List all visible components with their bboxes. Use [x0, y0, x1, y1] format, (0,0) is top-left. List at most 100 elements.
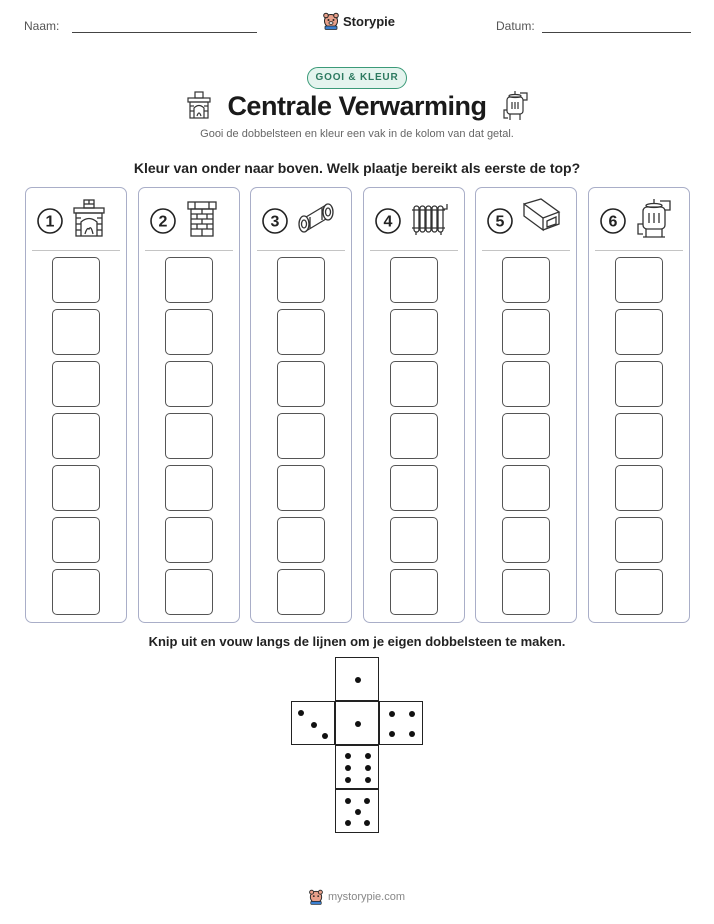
cut-instruction: Knip uit en vouw langs de lijnen om je e… — [148, 634, 566, 649]
storypie-mascot-icon — [323, 12, 339, 30]
color-cell[interactable] — [615, 517, 663, 563]
activity-badge: GOOI & KLEUR — [307, 67, 407, 89]
date-line[interactable] — [542, 32, 691, 33]
color-cell[interactable] — [165, 517, 213, 563]
column-divider — [370, 250, 458, 251]
column-5: 5 — [475, 187, 577, 623]
die-face — [379, 701, 423, 745]
color-cell[interactable] — [502, 517, 550, 563]
color-cell[interactable] — [277, 465, 325, 511]
column-icon — [296, 198, 336, 243]
die-pip — [345, 765, 351, 771]
color-cell[interactable] — [165, 413, 213, 459]
color-cell[interactable] — [615, 257, 663, 303]
color-cell[interactable] — [277, 257, 325, 303]
color-cell[interactable] — [502, 413, 550, 459]
brand-logo: Storypie — [323, 12, 395, 30]
color-cell[interactable] — [277, 569, 325, 615]
color-cell[interactable] — [165, 361, 213, 407]
die-pip — [365, 753, 371, 759]
column-icon — [184, 198, 220, 243]
color-cell[interactable] — [502, 465, 550, 511]
die-pip — [345, 798, 351, 804]
color-cell[interactable] — [615, 309, 663, 355]
color-cell[interactable] — [52, 517, 100, 563]
die-pip — [365, 765, 371, 771]
column-icon — [71, 198, 107, 243]
column-2: 2 — [138, 187, 240, 623]
color-cell[interactable] — [52, 257, 100, 303]
name-label: Naam: — [24, 19, 60, 33]
die-pip — [322, 733, 328, 739]
die-pip — [345, 777, 351, 783]
color-cell[interactable] — [52, 309, 100, 355]
subtitle: Gooi de dobbelsteen en kleur een vak in … — [200, 128, 514, 140]
fireplace-icon — [73, 199, 105, 237]
color-cell[interactable] — [502, 309, 550, 355]
brand-name: Storypie — [343, 13, 396, 29]
column-divider — [595, 250, 683, 251]
storypie-mascot-icon — [309, 889, 323, 905]
instruction-text: Kleur van onder naar boven. Welk plaatje… — [133, 160, 581, 176]
column-number: 1 — [46, 214, 55, 231]
pipe-icon — [298, 203, 334, 233]
footer-url: mystorypie.com — [328, 891, 406, 903]
color-cell[interactable] — [390, 257, 438, 303]
color-cell[interactable] — [390, 413, 438, 459]
color-cell[interactable] — [277, 309, 325, 355]
color-cell[interactable] — [277, 517, 325, 563]
column-number-badge: 2 — [150, 208, 176, 234]
color-cell[interactable] — [390, 465, 438, 511]
color-cell[interactable] — [52, 465, 100, 511]
column-6: 6 — [588, 187, 690, 623]
color-cell[interactable] — [502, 361, 550, 407]
die-pip — [409, 731, 415, 737]
column-icon — [409, 198, 449, 243]
die-pip — [345, 820, 351, 826]
color-cell[interactable] — [390, 361, 438, 407]
color-cell[interactable] — [615, 413, 663, 459]
color-cell[interactable] — [502, 257, 550, 303]
color-cell[interactable] — [52, 413, 100, 459]
color-cell[interactable] — [165, 569, 213, 615]
color-cell[interactable] — [390, 309, 438, 355]
die-pip — [365, 777, 371, 783]
page-title: Centrale Verwarming — [227, 91, 487, 121]
die-pip — [389, 711, 395, 717]
column-number: 4 — [384, 214, 393, 231]
color-cell[interactable] — [390, 517, 438, 563]
color-cell[interactable] — [277, 413, 325, 459]
name-line[interactable] — [72, 32, 257, 33]
die-face — [335, 745, 379, 789]
die-pip — [364, 820, 370, 826]
color-cell[interactable] — [615, 569, 663, 615]
die-pip — [364, 798, 370, 804]
die-face — [291, 701, 335, 745]
boiler-icon — [503, 91, 528, 120]
die-pip — [389, 731, 395, 737]
column-divider — [257, 250, 345, 251]
column-divider — [145, 250, 233, 251]
color-cell[interactable] — [615, 465, 663, 511]
color-cell[interactable] — [165, 465, 213, 511]
die-face — [335, 789, 379, 833]
color-cell[interactable] — [615, 361, 663, 407]
color-cell[interactable] — [502, 569, 550, 615]
color-cell[interactable] — [390, 569, 438, 615]
column-icon — [634, 198, 674, 245]
column-number-badge: 6 — [600, 208, 626, 234]
color-cell[interactable] — [52, 361, 100, 407]
die-face — [335, 657, 379, 701]
color-cell[interactable] — [165, 309, 213, 355]
die-face — [335, 701, 379, 745]
die-pip — [355, 721, 361, 727]
color-cell[interactable] — [52, 569, 100, 615]
die-pip — [298, 710, 304, 716]
radiator-icon — [412, 204, 448, 235]
footer: mystorypie.com — [309, 889, 405, 905]
color-cell[interactable] — [165, 257, 213, 303]
color-cell[interactable] — [277, 361, 325, 407]
column-number: 5 — [496, 214, 505, 231]
column-icon — [521, 198, 561, 243]
boiler-icon — [637, 199, 671, 238]
